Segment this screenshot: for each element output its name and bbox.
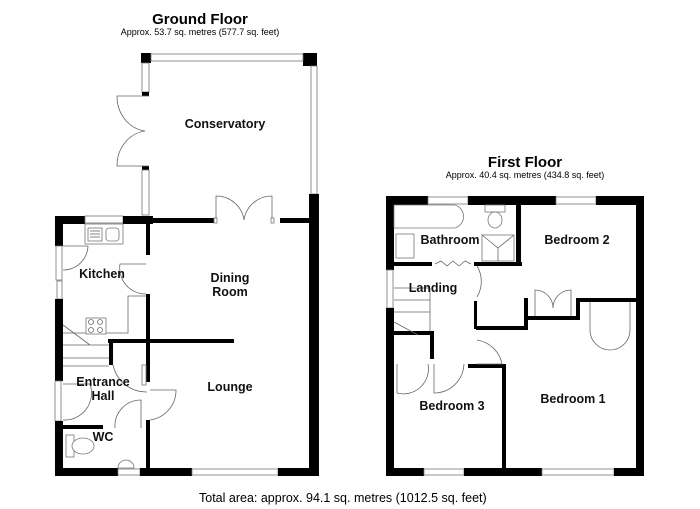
room-label-conservatory: Conservatory	[184, 117, 266, 131]
ground-floor-area: Approx. 53.7 sq. metres (577.7 sq. feet)	[120, 27, 280, 37]
first-floor-plan	[386, 196, 644, 476]
room-label-bedroom-3: Bedroom 3	[419, 399, 485, 413]
dining-room-line1: Dining	[210, 271, 250, 285]
conservatory-walls	[116, 53, 319, 476]
first-floor-area: Approx. 40.4 sq. metres (434.8 sq. feet)	[445, 170, 605, 180]
room-label-bathroom: Bathroom	[420, 233, 480, 247]
first-floor-walls	[386, 196, 644, 476]
ground-floor-plan	[54, 53, 319, 476]
ground-main-walls	[54, 195, 319, 476]
ground-fixtures	[62, 223, 177, 469]
room-label-dining-room: Dining Room	[200, 271, 260, 299]
room-label-wc: WC	[92, 430, 114, 444]
room-label-bedroom-1: Bedroom 1	[540, 392, 606, 406]
room-label-entrance-hall: Entrance Hall	[67, 375, 139, 403]
entrance-hall-line2: Hall	[91, 389, 115, 403]
entrance-hall-line1: Entrance	[76, 375, 130, 389]
first-floor-fixtures	[393, 204, 631, 395]
total-area: Total area: approx. 94.1 sq. metres (101…	[199, 491, 487, 505]
room-label-lounge: Lounge	[207, 380, 253, 394]
room-label-kitchen: Kitchen	[79, 267, 125, 281]
room-label-landing: Landing	[408, 281, 458, 295]
first-floor-title: First Floor	[487, 154, 563, 171]
dining-room-line2: Room	[212, 285, 248, 299]
ground-floor-title: Ground Floor	[152, 11, 248, 28]
room-label-bedroom-2: Bedroom 2	[544, 233, 610, 247]
